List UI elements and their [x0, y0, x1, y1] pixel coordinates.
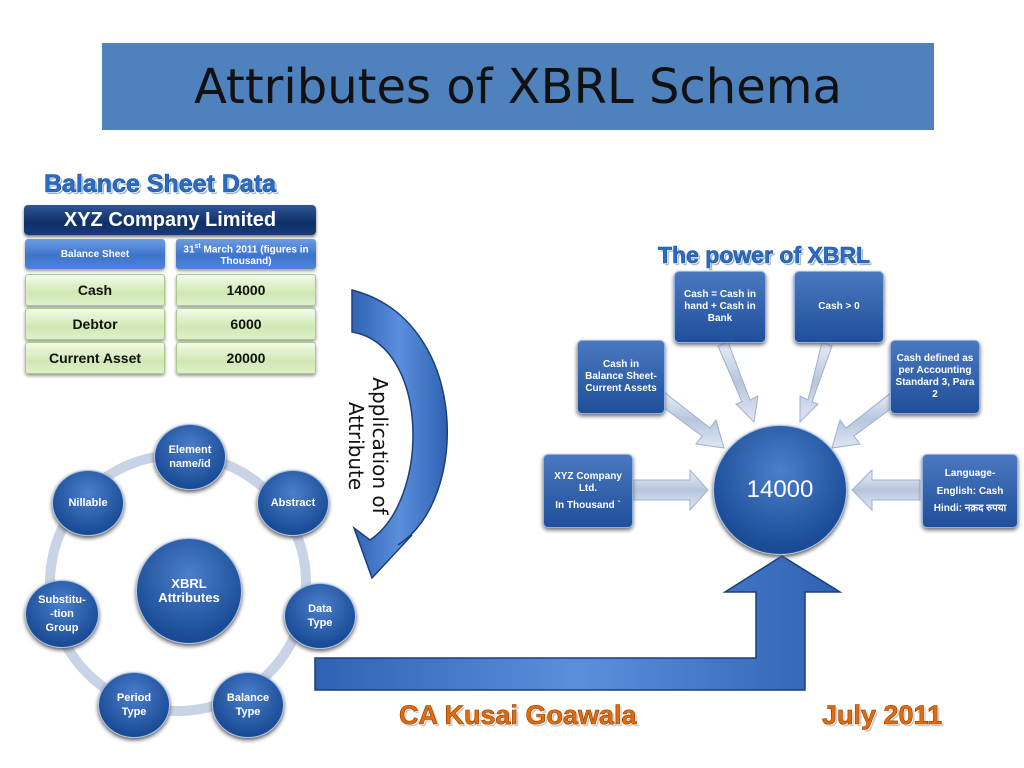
row-value-debtor: 6000: [176, 308, 316, 340]
xbrl-attributes-center-label: XBRL Attributes: [158, 576, 220, 605]
node-data-type-label: Data Type: [307, 603, 333, 629]
slide-title: Attributes of XBRL Schema: [194, 58, 842, 115]
col-header-date: 31st March 2011 (figures in Thousand): [176, 239, 316, 269]
node-substitution-group: Substitu- -tion Group: [25, 580, 99, 648]
node-substitution-group-label: Substitu- -tion Group: [38, 594, 86, 634]
box-cash-greater-zero-label: Cash > 0: [818, 301, 860, 312]
box-language-line1: Language-: [944, 467, 996, 479]
curved-application-arrow: [351, 289, 449, 580]
node-nillable: Nillable: [52, 470, 124, 536]
node-nillable-label: Nillable: [68, 497, 108, 509]
balance-sheet-heading: Balance Sheet Data: [44, 170, 277, 199]
box-language-line2: English: Cash: [936, 485, 1004, 497]
arrow-from-cash-gt: [799, 341, 833, 424]
header-day-suffix: st: [194, 243, 201, 251]
application-label-line1: Application of: [368, 377, 392, 515]
l-shaped-arrow: [314, 555, 843, 691]
application-label: Application of Attribute: [344, 356, 392, 536]
box-xyz-company-line2: In Thousand `: [555, 499, 621, 511]
box-language: Language- English: Cash Hindi: नक़द रुपय…: [922, 454, 1018, 528]
arrow-from-xyz: [631, 468, 709, 512]
box-cash-equation: Cash = Cash in hand + Cash in Bank: [674, 271, 766, 343]
row-label-debtor: Debtor: [25, 308, 165, 340]
row-label-cash: Cash: [25, 274, 165, 306]
center-value-circle: 14000: [713, 425, 847, 555]
author-name: CA Kusai Goawala: [399, 700, 637, 731]
slide-title-box: Attributes of XBRL Schema: [102, 43, 934, 130]
box-cash-balance-sheet-label: Cash in Balance Sheet- Current Assets: [585, 359, 657, 394]
box-xyz-company: XYZ Company Ltd. In Thousand `: [543, 454, 633, 528]
node-abstract: Abstract: [257, 470, 329, 536]
box-language-line3: Hindi: नक़द रुपया: [933, 502, 1007, 514]
arrow-from-language: [851, 468, 921, 512]
node-element-name: Element name/id: [154, 424, 226, 490]
arrow-from-cash-eq: [717, 341, 759, 424]
power-heading: The power of XBRL: [658, 242, 871, 269]
box-cash-equation-label: Cash = Cash in hand + Cash in Bank: [684, 289, 756, 324]
node-period-type-label: Period Type: [116, 692, 152, 718]
header-date-text: March 2011 (figures in Thousand): [200, 244, 309, 267]
box-xyz-company-line1: XYZ Company Ltd.: [554, 470, 622, 494]
node-balance-type-label: Balance Type: [226, 692, 270, 718]
row-value-current-asset: 20000: [176, 342, 316, 374]
col-header-balance-sheet: Balance Sheet: [25, 239, 165, 269]
row-value-cash: 14000: [176, 274, 316, 306]
node-period-type: Period Type: [98, 672, 170, 738]
box-cash-defined: Cash defined as per Accounting Standard …: [890, 340, 980, 414]
center-value: 14000: [746, 476, 814, 503]
presentation-date: July 2011: [822, 700, 943, 731]
node-balance-type: Balance Type: [212, 672, 284, 738]
header-day: 31: [183, 244, 195, 256]
box-cash-greater-zero: Cash > 0: [794, 271, 884, 343]
box-cash-balance-sheet: Cash in Balance Sheet- Current Assets: [577, 340, 665, 414]
arrow-from-cash-balance: [655, 391, 725, 449]
xbrl-attributes-center: XBRL Attributes: [136, 538, 242, 644]
company-name-bar: XYZ Company Limited: [24, 205, 316, 235]
box-cash-defined-label: Cash defined as per Accounting Standard …: [895, 353, 975, 400]
row-label-current-asset: Current Asset: [25, 342, 165, 374]
node-abstract-label: Abstract: [270, 497, 316, 509]
node-data-type: Data Type: [284, 583, 356, 649]
application-label-line2: Attribute: [344, 401, 368, 491]
node-element-name-label: Element name/id: [168, 444, 212, 470]
